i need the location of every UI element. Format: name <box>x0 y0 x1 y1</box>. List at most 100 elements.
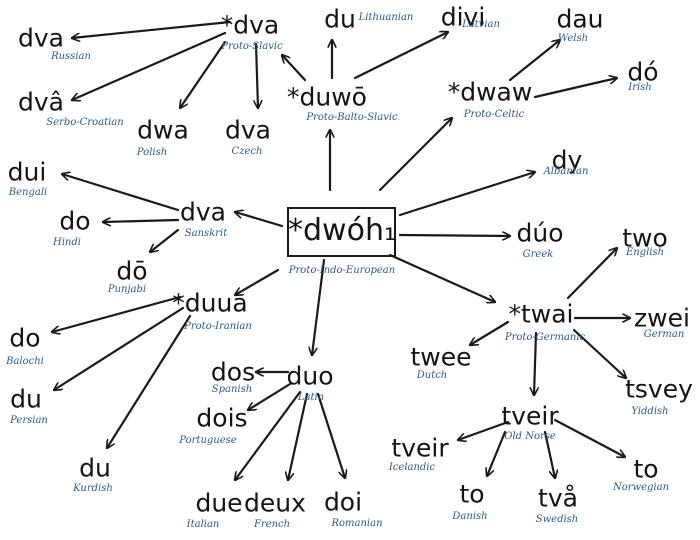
arrow-proto_iranian-to-balochi <box>52 295 182 332</box>
label-punjabi: Punjabi <box>107 284 147 295</box>
word-greek: dúo <box>516 218 564 248</box>
word-bengali: dui <box>7 157 47 187</box>
word-yiddish: tsvey <box>625 374 693 404</box>
arrow-sanskrit-to-bengali <box>62 174 180 212</box>
label-polish: Polish <box>136 147 168 158</box>
label-balochi: Balochi <box>6 356 44 367</box>
label-hindi: Hindi <box>53 237 81 248</box>
word-albanian: dy <box>551 145 583 175</box>
label-russian: Russian <box>51 51 91 62</box>
label-portuguese: Portuguese <box>179 435 237 446</box>
word-proto-balto-slavic: *duwō <box>287 82 367 112</box>
word-norwegian: to <box>633 454 659 484</box>
label-proto-celtic: Proto-Celtic <box>463 109 525 120</box>
arrow-proto_germanic-to-english <box>566 248 617 300</box>
arrow-latin-to-french <box>288 392 309 480</box>
label-yiddish: Yiddish <box>631 406 669 417</box>
label-dutch: Dutch <box>416 370 448 381</box>
label-sanskrit: Sanskrit <box>184 228 228 239</box>
word-punjabi: dō <box>116 256 148 286</box>
arrow-pie-to-sanskrit <box>235 212 284 228</box>
label-english: English <box>625 247 665 258</box>
word-spanish: dos <box>210 357 256 387</box>
word-italian: due <box>195 488 243 518</box>
arrow-old_norse-to-norwegian <box>553 418 625 457</box>
arrow-old_norse-to-danish <box>487 430 507 476</box>
word-lithuanian: du <box>324 4 356 34</box>
word-portuguese: dois <box>196 403 248 433</box>
arrow-proto_slavic-to-polish <box>180 40 227 108</box>
label-proto-slavic: Proto-Slavic <box>221 41 283 52</box>
label-bengali: Bengali <box>8 187 48 198</box>
arrow-proto_balto_slavic-to-proto_slavic <box>282 55 307 82</box>
arrow-old_norse-to-swedish <box>543 430 555 478</box>
arrow-latin-to-italian <box>235 390 302 480</box>
word-english: two <box>622 223 668 253</box>
word-hindi: do <box>59 206 91 236</box>
arrow-proto_balto_slavic-to-latvian <box>353 32 448 80</box>
arrow-proto_celtic-to-irish <box>533 78 617 99</box>
label-italian: Italian <box>186 519 220 530</box>
label-albanian: Albanian <box>543 166 589 177</box>
arrow-old_norse-to-icelandic <box>458 420 510 440</box>
label-danish: Danish <box>452 511 488 522</box>
word-welsh: dau <box>556 4 604 34</box>
word-pie: *dwóh₁ <box>288 213 396 248</box>
word-proto-celtic: *dwaw <box>447 77 533 107</box>
arrow-proto_slavic-to-serbo_croatian <box>72 31 227 100</box>
word-serbo-croatian: dvâ <box>18 87 64 117</box>
word-irish: dó <box>627 57 659 87</box>
arrow-proto_iranian-to-persian <box>54 306 185 390</box>
arrow-pie-to-latin <box>312 258 326 355</box>
label-czech: Czech <box>231 146 263 157</box>
label-pie: Proto-Indo-European <box>288 265 396 276</box>
word-polish: dwa <box>137 115 189 145</box>
root-box <box>287 207 396 257</box>
label-german: German <box>643 329 685 340</box>
label-old-norse: Old Norse <box>504 431 556 442</box>
word-kurdish: du <box>79 453 111 483</box>
word-latin: duo <box>286 361 334 391</box>
label-spanish: Spanish <box>211 384 253 395</box>
label-kurdish: Kurdish <box>73 483 113 494</box>
label-icelandic: Icelandic <box>388 462 436 473</box>
word-proto-germanic: *twai <box>508 299 574 329</box>
arrow-pie-to-albanian <box>398 172 535 217</box>
word-balochi: do <box>9 323 41 353</box>
word-romanian: doi <box>323 487 363 517</box>
word-czech: dva <box>225 115 271 145</box>
word-icelandic: tveir <box>391 433 449 463</box>
label-proto-iranian: Proto-Iranian <box>184 321 252 332</box>
word-proto-slavic: *dva <box>220 10 280 40</box>
word-russian: dva <box>18 23 64 53</box>
label-irish: Irish <box>628 82 652 93</box>
arrow-pie-to-greek <box>398 235 512 236</box>
word-old-norse: tveir <box>501 401 559 431</box>
label-romanian: Romanian <box>331 518 383 529</box>
word-sanskrit: dva <box>180 197 226 227</box>
label-latin: Latin <box>297 392 325 403</box>
label-norwegian: Norwegian <box>612 482 670 493</box>
arrow-proto_iranian-to-kurdish <box>107 314 192 448</box>
arrow-pie-to-proto_iranian <box>235 268 280 295</box>
arrow-latin-to-portuguese <box>248 382 292 410</box>
arrow-latin-to-romanian <box>316 392 345 478</box>
label-proto-balto-slavic: Proto-Balto-Slavic <box>306 112 398 123</box>
label-latvian: Latvian <box>462 19 500 30</box>
word-latvian: divi <box>440 2 486 32</box>
arrow-pie-to-proto_germanic <box>388 253 495 302</box>
label-persian: Persian <box>10 415 48 426</box>
word-swedish: två <box>538 483 578 513</box>
arrow-pie-to-proto_celtic <box>378 118 452 192</box>
arrow-proto_germanic-to-yiddish <box>572 328 626 378</box>
word-dutch: twee <box>410 342 472 372</box>
word-german: zwei <box>634 303 690 333</box>
arrow-proto_slavic-to-czech <box>256 42 258 110</box>
word-proto-iranian: *duua <box>172 288 248 318</box>
arrow-sanskrit-to-punjabi <box>150 228 180 252</box>
arrow-sanskrit-to-hindi <box>101 220 180 222</box>
arrow-proto_germanic-to-old_norse <box>534 331 536 397</box>
label-french: French <box>253 519 291 530</box>
